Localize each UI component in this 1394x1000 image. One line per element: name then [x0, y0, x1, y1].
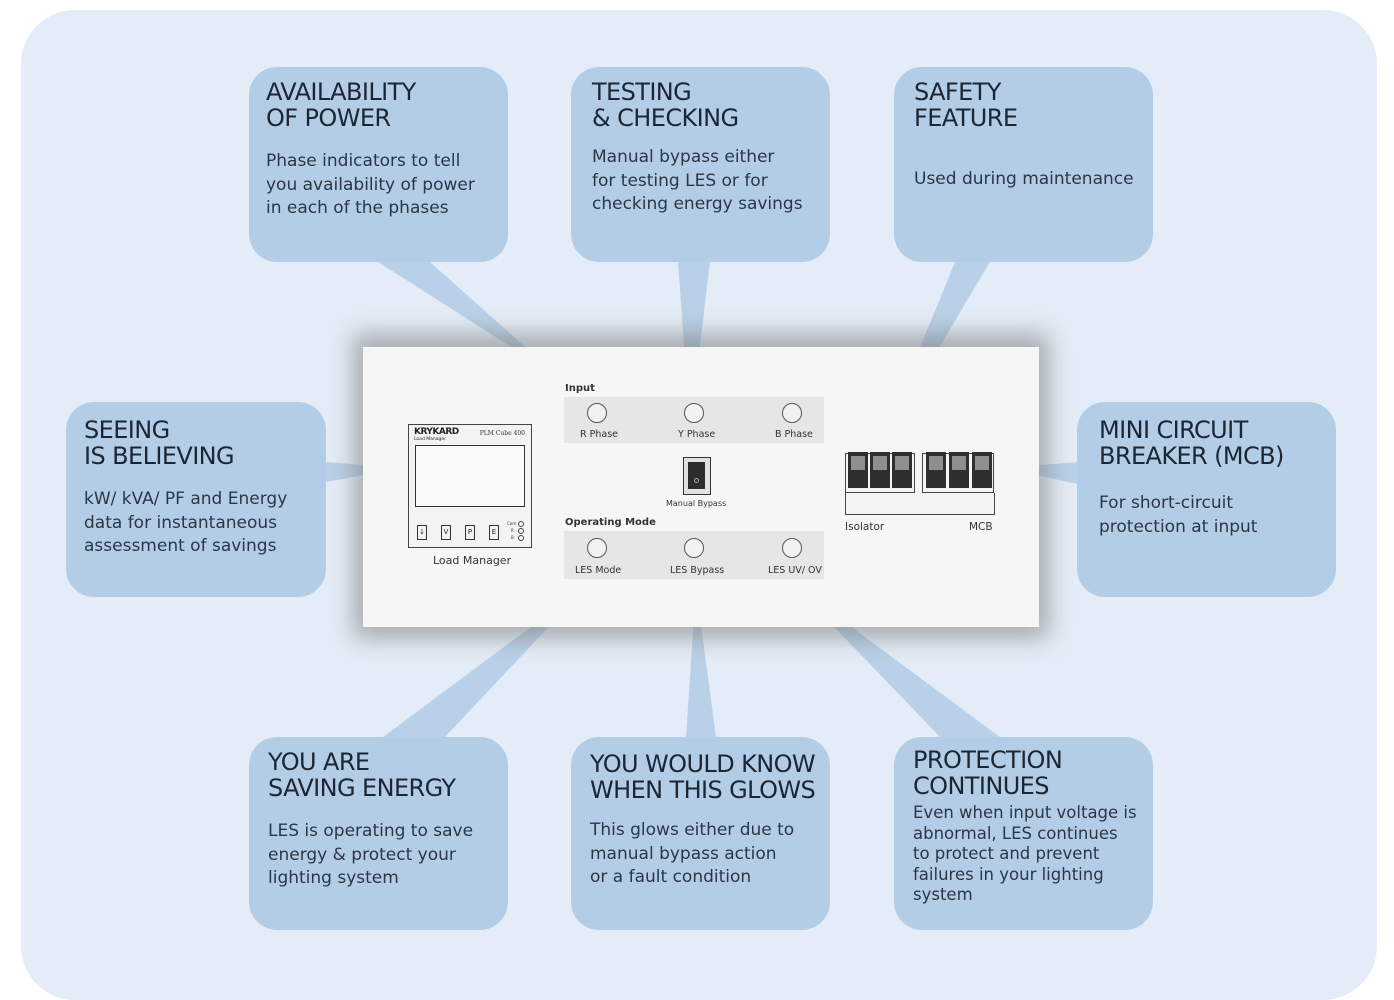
callout-title: SEEING IS BELIEVING	[84, 416, 235, 470]
meter-display	[415, 445, 525, 507]
manual-bypass-switch[interactable]	[683, 457, 711, 495]
callout-text: Used during maintenance	[914, 169, 1134, 189]
meter-brand: KRYKARD	[414, 427, 459, 437]
callout-safety: SAFETY FEATURE Used during maintenance	[894, 67, 1153, 262]
callout-title: SAFETY FEATURE	[914, 78, 1018, 132]
load-manager-caption: Load Manager	[433, 554, 512, 567]
les-bypass-label: LES Bypass	[670, 565, 725, 576]
callout-title: YOU ARE SAVING ENERGY	[268, 748, 456, 802]
operating-mode-label: Operating Mode	[565, 517, 656, 528]
callout-glows: YOU WOULD KNOW WHEN THIS GLOWS This glow…	[571, 737, 830, 930]
meter-led-b	[518, 535, 524, 541]
callout-mcb: MINI CIRCUIT BREAKER (MCB) For short-cir…	[1077, 402, 1336, 597]
b-phase-label: B Phase	[775, 429, 813, 440]
les-mode-label: LES Mode	[575, 565, 622, 576]
callout-title: PROTECTION CONTINUES	[913, 746, 1063, 800]
rocker-icon	[688, 462, 705, 489]
manual-bypass-label: Manual Bypass	[666, 499, 727, 508]
mcb-switch-2[interactable]	[949, 452, 969, 488]
isolator-switch-2[interactable]	[870, 452, 890, 488]
les-uv-ov-label: LES UV/ OV	[768, 565, 822, 576]
callout-testing: TESTING & CHECKING Manual bypass either …	[571, 67, 830, 262]
mcb-switch-1[interactable]	[926, 452, 946, 488]
les-bypass-indicator	[684, 538, 704, 558]
r-phase-indicator	[587, 403, 607, 423]
callout-saving: YOU ARE SAVING ENERGY LES is operating t…	[249, 737, 508, 930]
y-phase-label: Y Phase	[678, 429, 716, 440]
meter-button-p[interactable]: P	[465, 525, 475, 540]
les-mode-indicator	[587, 538, 607, 558]
callout-title: YOU WOULD KNOW WHEN THIS GLOWS	[590, 750, 816, 804]
meter-led-com	[518, 521, 524, 527]
meter-button-e[interactable]: E	[489, 525, 499, 540]
meter-led-com-label: Com	[507, 521, 517, 526]
callout-availability: AVAILABILITY OF POWER Phase indicators t…	[249, 67, 508, 262]
les-uv-ov-indicator	[782, 538, 802, 558]
mcb-switch-3[interactable]	[972, 452, 992, 488]
meter-led-b-label: B	[511, 535, 514, 540]
meter-led-r	[518, 528, 524, 534]
callout-title: TESTING & CHECKING	[592, 78, 739, 132]
callout-title: MINI CIRCUIT BREAKER (MCB)	[1099, 416, 1284, 470]
callout-text: Even when input voltage is abnormal, LES…	[913, 803, 1137, 904]
b-phase-indicator	[782, 403, 802, 423]
callout-text: This glows either due to manual bypass a…	[590, 820, 795, 887]
callout-protection: PROTECTION CONTINUES Even when input vol…	[894, 737, 1153, 930]
load-manager-meter: KRYKARD Load Manager PLM Cube 400 ↓ V P …	[408, 424, 532, 548]
meter-subbrand: Load Manager	[414, 437, 446, 442]
callout-text: For short-circuit protection at input	[1099, 493, 1258, 537]
meter-model: PLM Cube 400	[479, 430, 525, 437]
breaker-base	[845, 493, 995, 515]
y-phase-indicator	[684, 403, 704, 423]
r-phase-label: R Phase	[580, 429, 618, 440]
callout-text: Manual bypass either for testing LES or …	[592, 147, 803, 214]
isolator-switch-1[interactable]	[848, 452, 868, 488]
callout-seeing: SEEING IS BELIEVING kW/ kVA/ PF and Ener…	[66, 402, 326, 597]
meter-led-r-label: R	[511, 528, 514, 533]
callout-text: LES is operating to save energy & protec…	[268, 821, 474, 888]
callout-title: AVAILABILITY OF POWER	[266, 78, 416, 132]
input-label: Input	[565, 383, 595, 394]
meter-button-down[interactable]: ↓	[417, 525, 427, 540]
les-control-panel: KRYKARD Load Manager PLM Cube 400 ↓ V P …	[363, 347, 1039, 627]
isolator-label: Isolator	[845, 521, 885, 533]
isolator-switch-3[interactable]	[892, 452, 912, 488]
rocker-dot-icon	[694, 478, 699, 483]
mcb-label: MCB	[969, 521, 993, 533]
callout-text: kW/ kVA/ PF and Energy data for instanta…	[84, 489, 288, 556]
meter-button-v[interactable]: V	[441, 525, 451, 540]
callout-text: Phase indicators to tell you availabilit…	[266, 151, 475, 218]
